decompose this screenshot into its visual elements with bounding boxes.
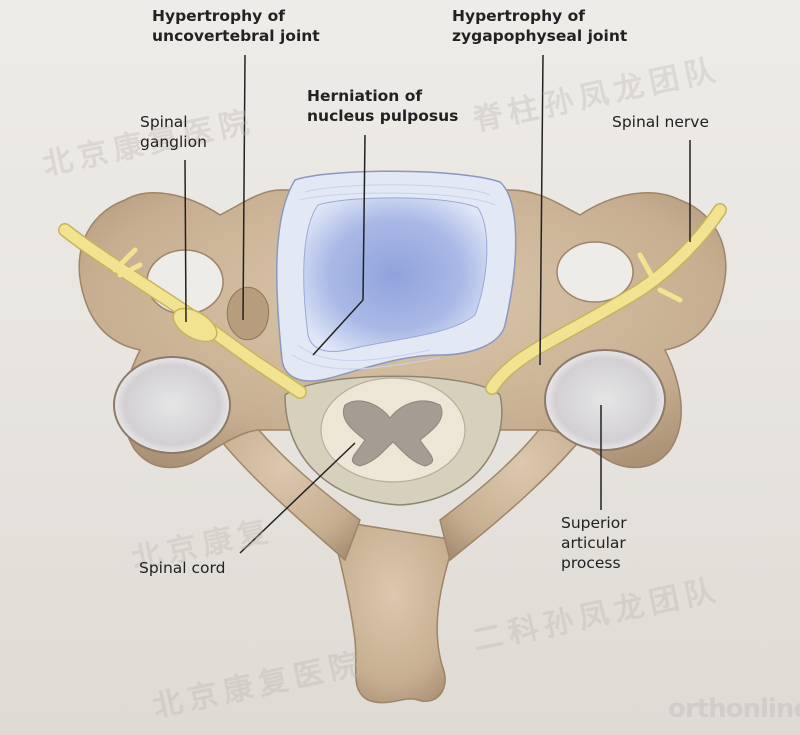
- right-lamina: [439, 399, 602, 562]
- leader-lines: [184, 54, 691, 554]
- gray-matter: [342, 400, 443, 467]
- spinous-process: [328, 519, 456, 704]
- label-herniation: Herniation of nucleus pulposus: [307, 87, 459, 125]
- label-superior-articular: Superior articular process: [561, 514, 627, 572]
- label-spinal-ganglion: Spinal ganglion: [140, 113, 207, 151]
- left-lamina: [203, 404, 361, 562]
- label-spinal-cord: Spinal cord: [139, 559, 226, 577]
- label-zygapophyseal: Hypertrophy of zygapophyseal joint: [452, 7, 628, 45]
- nucleus-pulposus: [303, 197, 488, 352]
- orthonline-logo: orthonline: [668, 694, 800, 724]
- left-facet: [113, 356, 231, 454]
- label-uncovertebral: Hypertrophy of uncovertebral joint: [152, 7, 320, 45]
- disc-rings: [291, 184, 496, 370]
- uncovertebral-osteophyte: [226, 286, 270, 341]
- right-facet: [544, 349, 666, 451]
- left-ganglion: [172, 307, 218, 343]
- label-spinal-nerve: Spinal nerve: [612, 113, 709, 131]
- right-transverse-foramen: [556, 241, 634, 303]
